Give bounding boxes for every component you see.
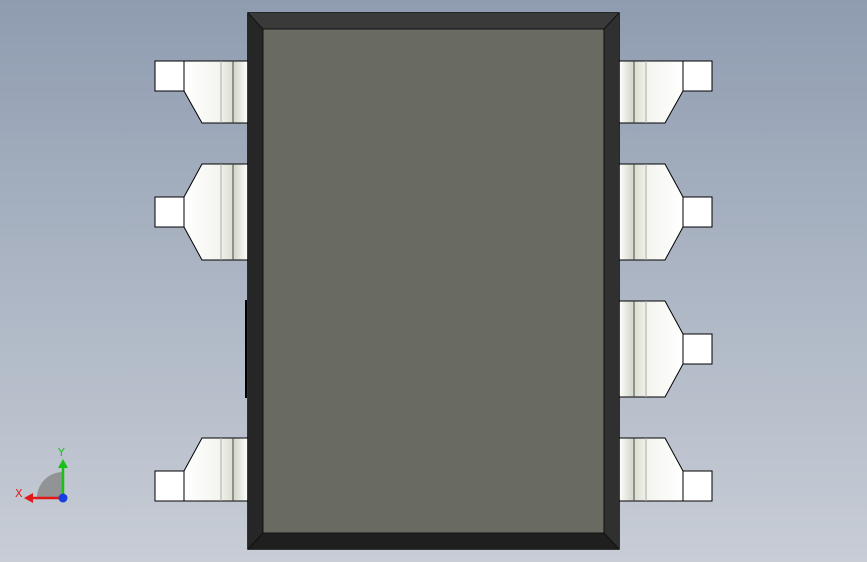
left-lead-2[interactable] bbox=[154, 163, 249, 261]
z-axis-dot-icon bbox=[58, 493, 68, 503]
right-lead-8[interactable] bbox=[618, 60, 713, 124]
package-top-face bbox=[262, 28, 605, 534]
right-lead-5[interactable] bbox=[618, 437, 713, 502]
left-lead-1[interactable] bbox=[154, 60, 249, 124]
y-axis-label: Y bbox=[57, 446, 65, 459]
x-axis-label: X bbox=[15, 487, 23, 500]
triad-plane-icon bbox=[37, 472, 63, 498]
package-body[interactable] bbox=[245, 12, 620, 550]
coordinate-triad[interactable]: X Y bbox=[15, 446, 68, 503]
left-lead-4[interactable] bbox=[154, 437, 249, 502]
right-lead-7[interactable] bbox=[618, 163, 713, 261]
right-lead-6[interactable] bbox=[618, 300, 713, 398]
